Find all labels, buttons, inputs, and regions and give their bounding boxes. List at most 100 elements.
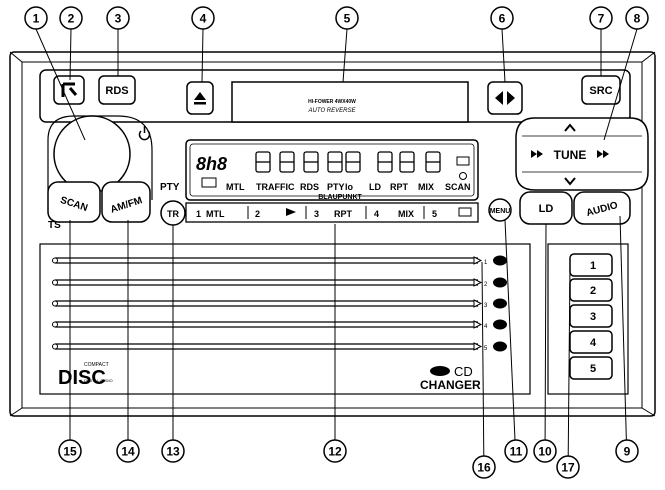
slot-disc-icon <box>493 341 507 352</box>
cd-changer-logo: CD CHANGER <box>420 364 481 392</box>
rds-button[interactable] <box>98 75 136 105</box>
callout-number: 14 <box>121 445 135 459</box>
menu-label: MENU <box>490 208 511 215</box>
src-label: SRC <box>589 85 612 97</box>
callout-number: 17 <box>561 461 575 475</box>
slot-end <box>52 321 58 328</box>
callout-circle <box>106 6 130 30</box>
am-fm-button[interactable] <box>101 181 151 223</box>
right-arrow-icon[interactable] <box>597 150 609 158</box>
callout-number: 3 <box>115 12 122 26</box>
callout-number: 11 <box>510 445 523 459</box>
changer-slot-number: 2 <box>484 282 488 288</box>
slot-arrow-icon <box>473 320 483 329</box>
callout-number: 9 <box>624 445 631 459</box>
pty-label: PTY <box>160 182 180 193</box>
scan-button[interactable] <box>47 181 101 223</box>
callout-leader <box>619 215 628 463</box>
callout-circle <box>161 439 185 463</box>
callout-circle <box>490 6 514 30</box>
callout-leader <box>481 261 485 479</box>
preset-bar-label: MIX <box>398 209 414 219</box>
callout-circle <box>533 439 557 463</box>
disc-logo-compact: COMPACT <box>84 362 109 368</box>
callout-leader <box>567 264 571 479</box>
preset-bar-label: 2 <box>255 209 260 219</box>
cassette-slot <box>231 81 469 123</box>
slot-arrow-icon <box>473 278 483 287</box>
callout-number: 5 <box>344 12 351 26</box>
callout-number: 16 <box>477 461 491 475</box>
slot-end <box>52 257 58 264</box>
callout-leader <box>501 28 506 83</box>
cd-indicator-icon <box>459 172 467 180</box>
callout-number: 15 <box>63 445 77 459</box>
fast-wind-button[interactable] <box>487 81 523 115</box>
callout-circle <box>472 455 496 479</box>
menu-button[interactable] <box>488 198 512 222</box>
dolby-icon <box>456 156 470 166</box>
down-arrow-icon[interactable] <box>564 177 576 186</box>
preset-button-4[interactable] <box>569 330 613 354</box>
slot-arrow-icon <box>473 299 483 308</box>
slot-disc-icon <box>493 319 507 330</box>
display-panel <box>185 139 479 201</box>
volume-knob[interactable] <box>53 115 131 193</box>
cassette-text-2: AUTO REVERSE <box>308 108 357 114</box>
segment-digits: 8h8 <box>196 151 441 174</box>
callout-circle <box>556 455 580 479</box>
left-arrow-icon[interactable] <box>531 150 543 158</box>
preset-label: 2 <box>590 285 596 297</box>
changer-panel <box>39 243 531 395</box>
indicator-traffic: TRAFFIC <box>256 182 295 192</box>
callout-number: 6 <box>499 12 506 26</box>
indicator-lo: lo <box>345 182 354 192</box>
callout-leader <box>603 28 638 141</box>
indicator-rds: RDS <box>300 182 319 192</box>
preset-button-5[interactable] <box>569 356 613 380</box>
audio-button[interactable] <box>573 191 631 225</box>
callout-circle <box>59 6 83 30</box>
slot-end <box>52 343 58 350</box>
callout-leader <box>342 28 348 83</box>
cd-disc-icon <box>430 366 450 376</box>
callout-number: 12 <box>328 445 342 459</box>
callout-number: 10 <box>538 445 552 459</box>
disc-logo: DISC COMPACT DIGITAL AUDIO <box>58 362 113 389</box>
callout-leader <box>544 223 547 463</box>
callout-circle <box>504 439 528 463</box>
cassette-text-1: HI-FOWER 4WX40W <box>308 99 356 105</box>
slot-disc-icon <box>493 255 507 266</box>
slot-disc-icon <box>493 277 507 288</box>
preset-bar-label: 1 <box>196 209 201 219</box>
play-icon <box>286 208 296 216</box>
callout-circle <box>323 439 347 463</box>
callout-circle <box>615 439 639 463</box>
preset-label: 3 <box>590 311 596 323</box>
preset-bar-label: RPT <box>334 209 353 219</box>
tune-label: TUNE <box>554 148 587 162</box>
callout-number: 13 <box>166 445 180 459</box>
callout-number: 4 <box>200 12 207 26</box>
eject-icon <box>194 92 206 105</box>
callout-circle <box>589 6 613 30</box>
tr-label: TR <box>167 209 179 219</box>
changer-slot-number: 4 <box>484 324 488 330</box>
repeat-icon <box>458 207 472 217</box>
up-arrow-icon[interactable] <box>564 123 576 132</box>
preset-bar-label: 5 <box>432 209 437 219</box>
callout-number: 1 <box>33 12 40 26</box>
preset-bar-label: 3 <box>314 209 319 219</box>
callout-number: 7 <box>598 12 605 26</box>
fast-wind-icon <box>495 91 515 105</box>
brand-label: BLAUPUNKT <box>318 194 362 201</box>
callout-circle <box>58 439 82 463</box>
indicator-pty: PTY <box>327 182 345 192</box>
callout-circle <box>116 439 140 463</box>
preset-label: 1 <box>590 260 596 272</box>
indicator-mix: MIX <box>418 182 434 192</box>
